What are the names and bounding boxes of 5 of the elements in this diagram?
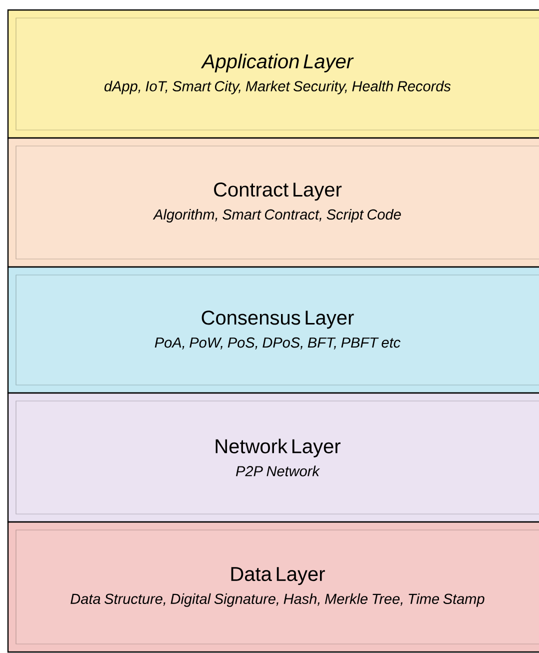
layer-box: Consensus Layer PoA, PoW, PoS, DPoS, BFT, PBFT etc — [7, 266, 539, 394]
layer-box: Contract Layer Algorithm, Smart Contract, Script Code — [7, 137, 539, 268]
layer-box: Data Layer Data Structure, Digital Signature, Hash, Merkle Tree, Time Stamp — [7, 521, 539, 653]
layer-box: Network Layer P2P Network — [7, 392, 539, 523]
layer-box: Application Layer dApp, IoT, Smart City, Market Security, Health Records — [7, 9, 539, 139]
